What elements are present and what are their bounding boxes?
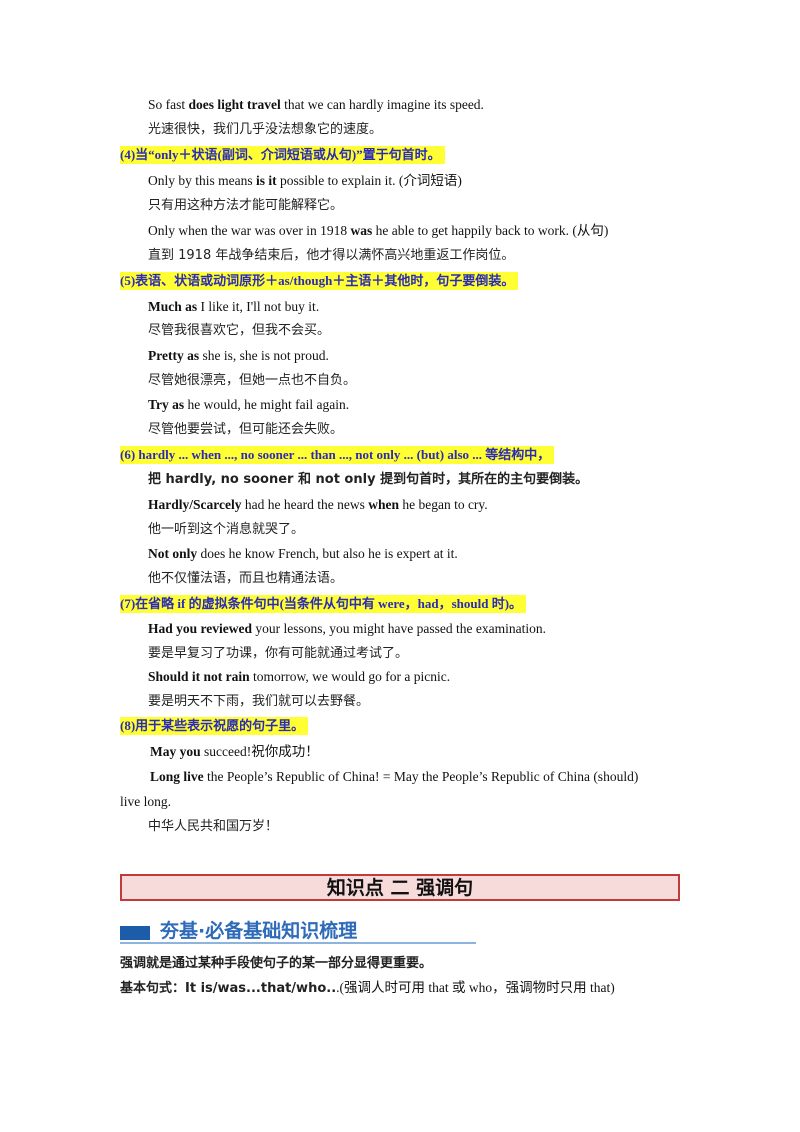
definition-text: 强调就是通过某种手段使句子的某一部分显得更重要。 [120,956,433,971]
translation-line: 尽管我很喜欢它，但我不会买。 [148,323,331,338]
rule-heading-5: (5)表语、状语或动词原形＋as/though＋主语＋其他时，句子要倒装。 [120,272,519,290]
example-line: Only when the war was over in 1918 was h… [148,223,609,238]
basic-pattern: 基本句式：It is/was...that/who...(强调人时可用 that… [120,980,615,996]
translation-line: 尽管他要尝试，但可能还会失败。 [148,422,344,437]
translation-line: 只有用这种方法才能可能解释它。 [148,198,344,213]
example-line: Had you reviewed your lessons, you might… [148,621,546,636]
banner-bar-icon [120,926,150,940]
example-line: Should it not rain tomorrow, we would go… [148,669,451,684]
translation-line: 光速很快，我们几乎没法想象它的速度。 [148,122,383,137]
example-line: Long live the People’s Republic of China… [150,769,639,784]
example-line-continuation: live long. [120,794,171,809]
translation-line: 要是早复习了功课，你有可能就通过考试了。 [148,646,409,661]
rule-explanation: 把 hardly, no sooner 和 not only 提到句首时，其所在… [148,472,589,487]
example-line: Pretty as she is, she is not proud. [148,348,329,363]
example-line: May you succeed!祝你成功！ [150,744,319,759]
rule-heading-4: (4)当“only＋状语(副词、介词短语或从句)”置于句首时。 [120,146,445,164]
translation-line: 直到 1918 年战争结束后，他才得以满怀高兴地重返工作岗位。 [148,248,515,263]
translation-line: 要是明天不下雨，我们就可以去野餐。 [148,694,370,709]
translation-line: 他不仅懂法语，而且也精通法语。 [148,571,344,586]
section-title: 知识点 二 强调句 [120,874,680,901]
rule-heading-6: (6) hardly ... when ..., no sooner ... t… [120,446,555,464]
example-line: Try as he would, he might fail again. [148,397,350,412]
banner-underline [120,942,476,944]
example-line: So fast does light travel that we can ha… [148,97,484,112]
translation-line: 尽管她很漂亮，但她一点也不自负。 [148,373,357,388]
subsection-banner: 夯基·必备基础知识梳理 [120,916,480,944]
example-line: Only by this means is it possible to exp… [148,173,462,188]
example-line: Hardly/Scarcely had he heard the news wh… [148,497,488,512]
rule-heading-7: (7)在省略 if 的虚拟条件句中(当条件从句中有 were，had，shoul… [120,595,527,613]
translation-line: 他一听到这个消息就哭了。 [148,522,305,537]
rule-heading-8: (8)用于某些表示祝愿的句子里。 [120,717,309,735]
banner-title: 夯基·必备基础知识梳理 [160,920,358,942]
example-line: Not only does he know French, but also h… [148,546,458,561]
translation-line: 中华人民共和国万岁！ [148,819,279,834]
example-line: Much as I like it, I'll not buy it. [148,299,320,314]
